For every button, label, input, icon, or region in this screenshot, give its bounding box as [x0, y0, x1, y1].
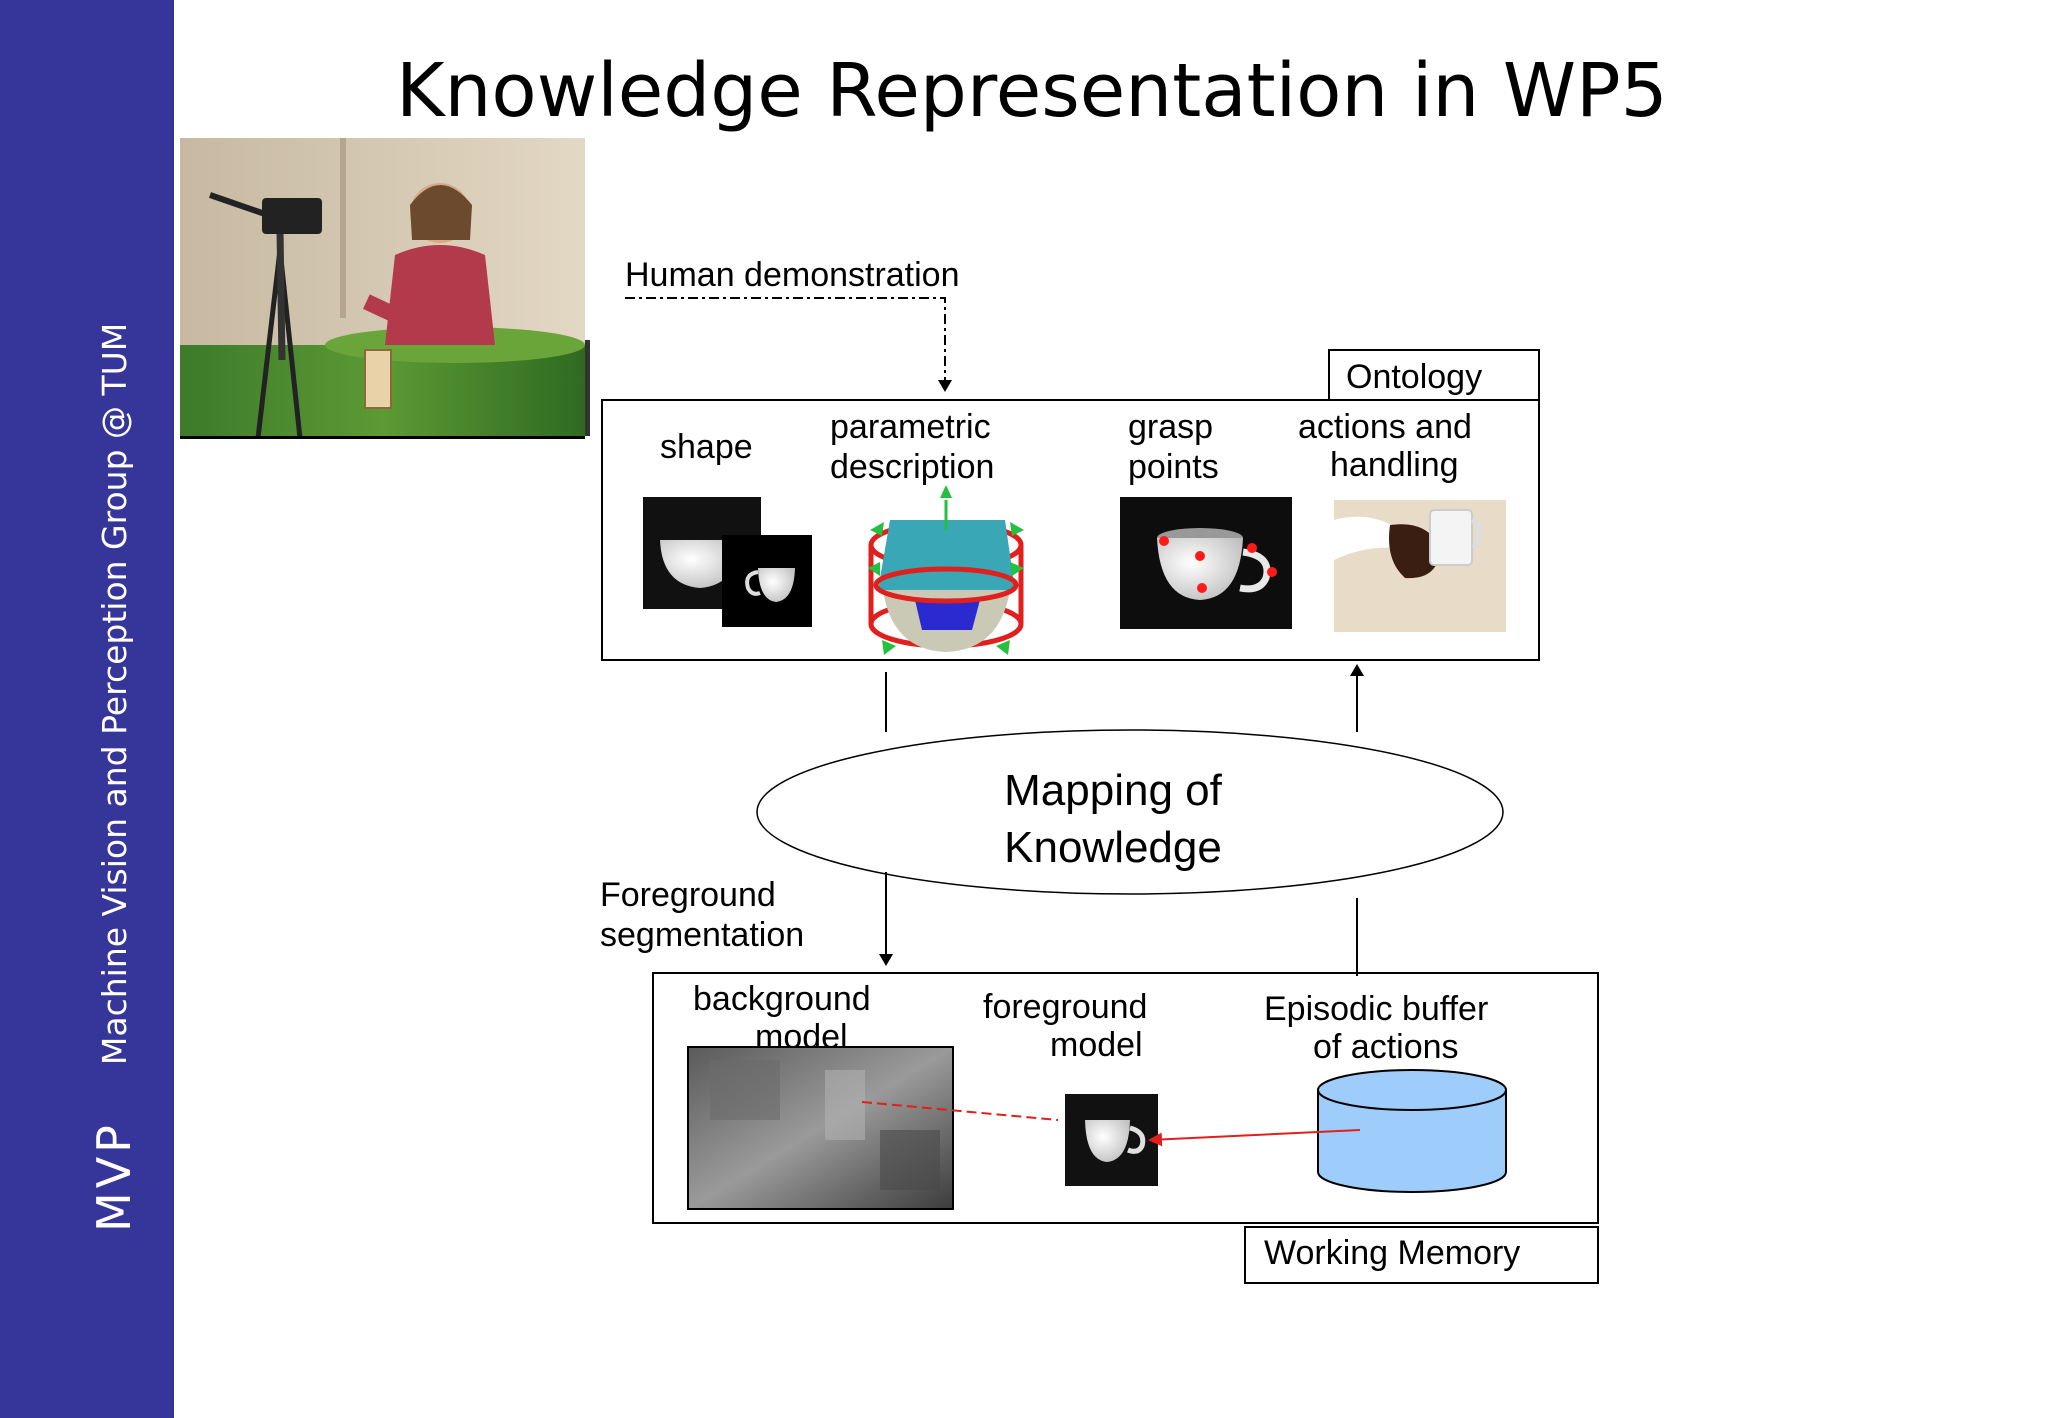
working-memory-label: Working Memory	[1264, 1234, 1520, 1272]
episodic-label-2: of actions	[1313, 1028, 1459, 1066]
ontology-label: Ontology	[1346, 358, 1482, 396]
foreground-seg-label-1: Foreground	[600, 876, 776, 914]
shape-label: shape	[660, 428, 753, 466]
grasp-points-image	[1120, 497, 1292, 629]
demonstration-photo	[180, 138, 590, 439]
grasp-label-1: grasp	[1128, 408, 1213, 446]
episodic-buffer-cylinder	[1317, 1069, 1507, 1193]
working-memory-box	[652, 972, 1599, 1284]
actions-label-2: handling	[1330, 446, 1459, 484]
episodic-label-1: Episodic buffer	[1264, 990, 1488, 1028]
foreground-seg-label-2: segmentation	[600, 916, 804, 954]
human-demonstration-label: Human demonstration	[625, 256, 960, 294]
shape-image	[643, 497, 812, 627]
mapping-label-2: Knowledge	[1004, 823, 1222, 872]
grasp-label-2: points	[1128, 448, 1219, 486]
actions-label-1: actions and	[1298, 408, 1472, 446]
parametric-label-1: parametric	[830, 408, 991, 446]
foreground-label-2: model	[1050, 1026, 1143, 1064]
background-model-image	[687, 1046, 954, 1210]
background-to-foreground-link	[861, 1101, 1059, 1121]
buffer-to-foreground-arrow	[1148, 1129, 1361, 1147]
ontology-box	[601, 349, 1540, 661]
foreground-label-1: foreground	[983, 988, 1147, 1026]
parametric-label-2: description	[830, 448, 994, 486]
mapping-ellipse	[756, 729, 1504, 895]
parametric-model-image	[868, 485, 1024, 655]
slide-title: Knowledge Representation in WP5	[396, 48, 1668, 134]
demonstration-arrow	[625, 297, 952, 392]
foreground-model-image	[1065, 1094, 1158, 1186]
handling-image	[1334, 500, 1506, 632]
sidebar-band: MVPMachine Vision and Perception Group @…	[0, 0, 174, 1418]
background-label-1: background	[693, 980, 871, 1018]
mapping-label-1: Mapping of	[1004, 766, 1222, 815]
